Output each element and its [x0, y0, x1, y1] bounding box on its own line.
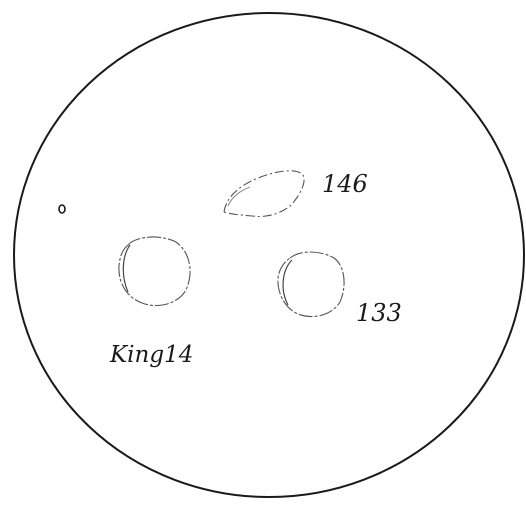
label-146: 146: [322, 170, 368, 198]
object-146-sketch: [224, 171, 304, 217]
label-king14: King14: [109, 342, 193, 368]
label-133: 133: [356, 299, 402, 327]
star-dot: [59, 205, 65, 213]
field-of-view-circle: [14, 13, 524, 497]
object-133-sketch: [278, 252, 344, 317]
object-king14-sketch: [119, 237, 190, 306]
